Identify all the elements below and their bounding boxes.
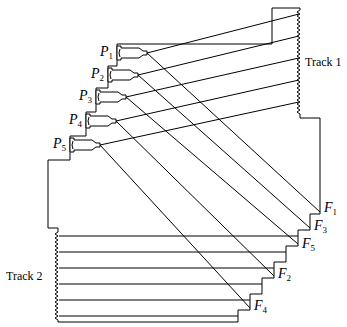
symbol-label: F1: [323, 200, 338, 216]
symbol-letter: F: [278, 266, 287, 281]
symbol-label: P1: [99, 44, 114, 60]
symbol-label: P4: [68, 112, 83, 128]
symbol-letter: F: [314, 218, 323, 233]
ray-line: [59, 284, 262, 285]
pipe-symbol: [86, 114, 116, 128]
symbol-label: F4: [253, 298, 268, 314]
ray-line: [116, 121, 274, 276]
track-label: Track 2: [5, 268, 44, 284]
pipe-symbol: [117, 46, 147, 60]
symbol-letter: P: [100, 44, 109, 59]
symbol-letter: F: [254, 298, 263, 313]
track-label: Track 1: [304, 54, 343, 70]
ray-line: [116, 80, 299, 121]
ray-line: [59, 236, 298, 237]
symbol-index: 5: [311, 243, 316, 253]
symbol-label: P3: [78, 88, 93, 104]
symbol-index: 4: [263, 305, 268, 315]
symbol-index: 1: [333, 207, 338, 217]
symbol-index: 2: [287, 273, 292, 283]
pipe-symbol: [108, 68, 138, 82]
ray-line: [126, 58, 299, 97]
symbol-letter: P: [91, 66, 100, 81]
symbol-index: 4: [78, 119, 83, 129]
ray-line: [147, 14, 299, 53]
symbol-letter: F: [324, 200, 333, 215]
symbol-index: 3: [88, 95, 93, 105]
symbol-label: F3: [313, 218, 328, 234]
ray-line: [59, 300, 250, 301]
ray-line: [138, 36, 299, 75]
symbol-label: F5: [301, 236, 316, 252]
symbol-label: P5: [52, 136, 67, 152]
ray-line: [147, 53, 320, 212]
symbol-index: 1: [109, 51, 114, 61]
symbol-letter: F: [302, 236, 311, 251]
ray-line: [59, 252, 286, 253]
symbol-index: 5: [62, 143, 67, 153]
ray-line: [138, 75, 310, 228]
symbol-letter: P: [79, 88, 88, 103]
symbol-label: P2: [90, 66, 105, 82]
symbol-letter: P: [69, 112, 78, 127]
symbol-label: F2: [277, 266, 292, 282]
symbol-index: 3: [323, 225, 328, 235]
track-edge: [297, 10, 300, 114]
symbol-letter: P: [53, 136, 62, 151]
region-outline: [58, 114, 320, 322]
ray-line: [100, 102, 299, 145]
track-edge: [55, 232, 58, 320]
ray-line: [59, 316, 238, 317]
symbol-index: 2: [100, 73, 105, 83]
ray-line: [59, 268, 274, 269]
pipe-symbol: [70, 138, 100, 152]
ray-line: [126, 97, 298, 244]
region-outline: [48, 8, 300, 232]
pipe-symbol: [96, 90, 126, 104]
